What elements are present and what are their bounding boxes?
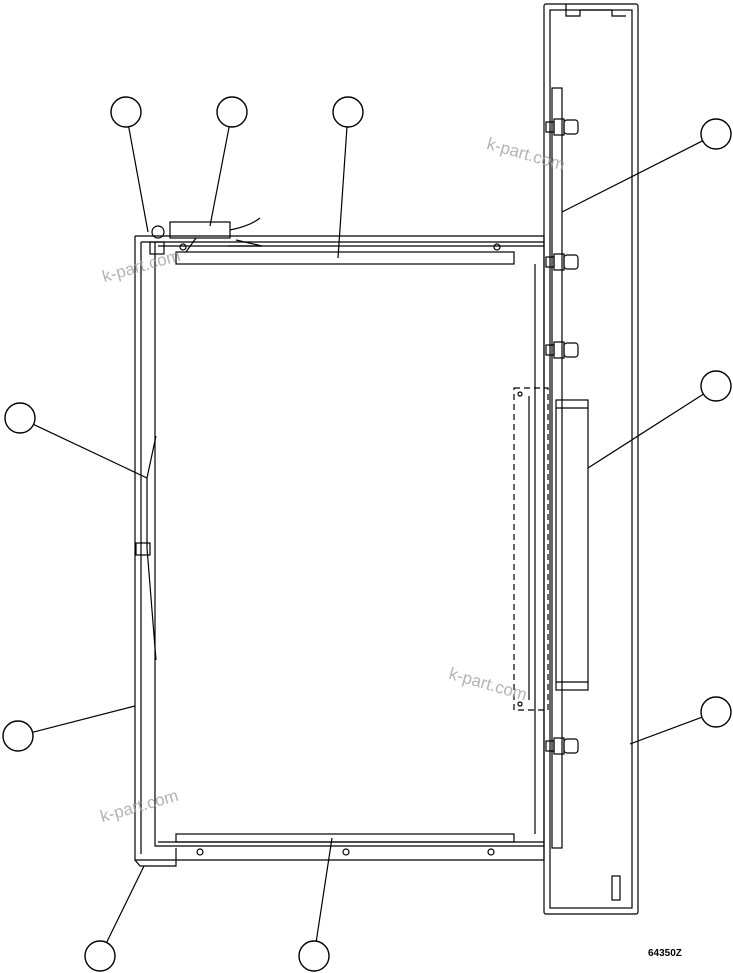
- callout-10: [298, 940, 330, 972]
- callout-7: [2, 720, 34, 752]
- callout-6: [700, 370, 732, 402]
- callout-2: [216, 96, 248, 128]
- leader-line: [128, 126, 149, 233]
- leader-line: [587, 393, 704, 469]
- callout-4: [700, 118, 732, 150]
- bolts: [545, 118, 579, 755]
- latch-detail: [135, 435, 157, 661]
- leader-line: [33, 423, 148, 479]
- leader-line: [629, 716, 703, 745]
- callout-8: [700, 696, 732, 728]
- dashed-component: [513, 387, 549, 711]
- leader-lines: [32, 126, 704, 943]
- enclosure-frame: [134, 235, 544, 867]
- callout-3: [332, 96, 364, 128]
- leader-line: [32, 705, 136, 733]
- leader-line: [337, 126, 348, 259]
- leader-line: [106, 865, 145, 943]
- leader-line: [315, 837, 333, 942]
- leader-line: [209, 126, 230, 227]
- top-connector: [151, 217, 263, 253]
- callout-1: [110, 96, 142, 128]
- top-rail: [175, 243, 515, 265]
- figure-reference-number: 64350Z: [648, 948, 682, 959]
- callout-circles: [2, 96, 732, 972]
- door-panel: [543, 3, 639, 915]
- callout-5: [4, 402, 36, 434]
- inner-wall: [528, 236, 545, 860]
- mounting-plate: [551, 87, 589, 849]
- bottom-rail: [175, 833, 515, 856]
- leader-line: [561, 140, 703, 213]
- callout-9: [84, 940, 116, 972]
